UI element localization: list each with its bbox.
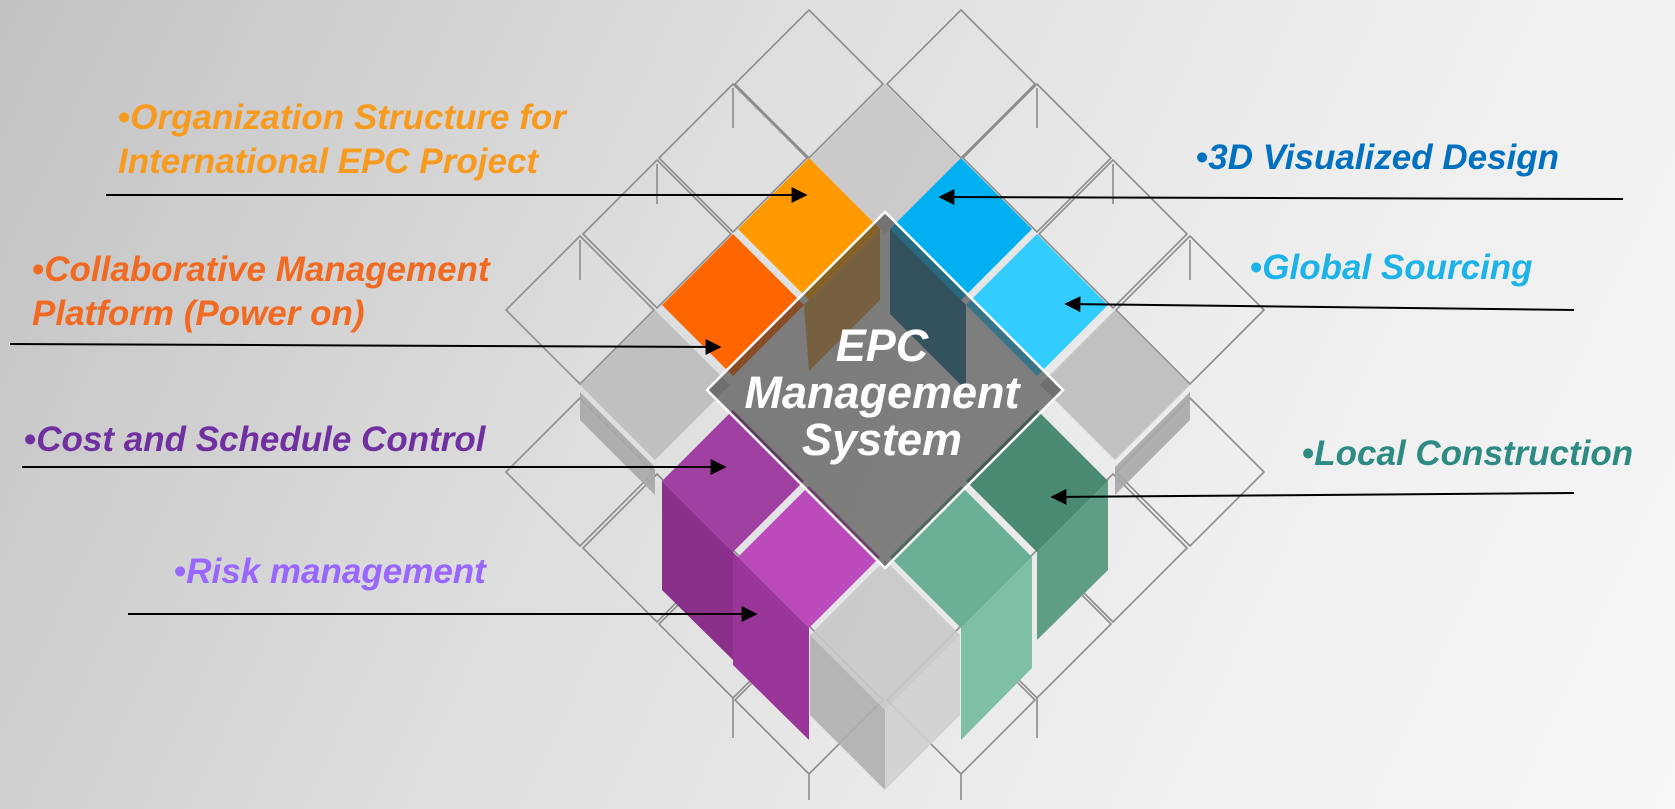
arrow-collab <box>9 338 722 355</box>
gray-tiles <box>580 84 1190 790</box>
bullet-dot: • <box>118 98 131 137</box>
arrows <box>9 187 1624 622</box>
bullet-dot: • <box>1196 138 1209 177</box>
label-risk-management: •Risk management <box>174 550 486 594</box>
center-title-line1: EPC <box>835 320 929 371</box>
arrow-sourcing <box>1064 296 1575 313</box>
label-risk-text: Risk management <box>186 552 486 591</box>
label-organization-structure: •Organization Structure for Internationa… <box>118 96 566 184</box>
label-org-line2: International EPC Project <box>118 142 539 181</box>
arrow-design <box>938 189 1624 206</box>
label-cost-schedule: •Cost and Schedule Control <box>24 418 485 462</box>
label-global-sourcing: •Global Sourcing <box>1250 246 1533 290</box>
label-construction-text: Local Construction <box>1314 434 1634 473</box>
label-3d-design: •3D Visualized Design <box>1196 136 1559 180</box>
center-title-line3: System <box>801 414 963 465</box>
arrow-construction <box>1050 488 1575 505</box>
bullet-dot: • <box>32 250 45 289</box>
label-local-construction: •Local Construction <box>1302 432 1633 476</box>
label-cost-text: Cost and Schedule Control <box>36 420 486 459</box>
bullet-dot: • <box>1302 434 1315 473</box>
label-collaborative-platform: •Collaborative Management Platform (Powe… <box>32 248 490 336</box>
label-collab-line2: Platform (Power on) <box>32 294 365 333</box>
center-title-line2: Management <box>744 367 1020 418</box>
label-design-text: 3D Visualized Design <box>1208 138 1560 177</box>
center-diamond <box>705 210 1065 570</box>
bullet-dot: • <box>174 552 187 591</box>
label-collab-line1: Collaborative Management <box>44 250 490 289</box>
label-org-line1: Organization Structure for <box>130 98 566 137</box>
bullet-dot: • <box>24 420 37 459</box>
center-title: EPC Management System <box>706 322 1058 463</box>
label-sourcing-text: Global Sourcing <box>1262 248 1533 287</box>
bullet-dot: • <box>1250 248 1263 287</box>
